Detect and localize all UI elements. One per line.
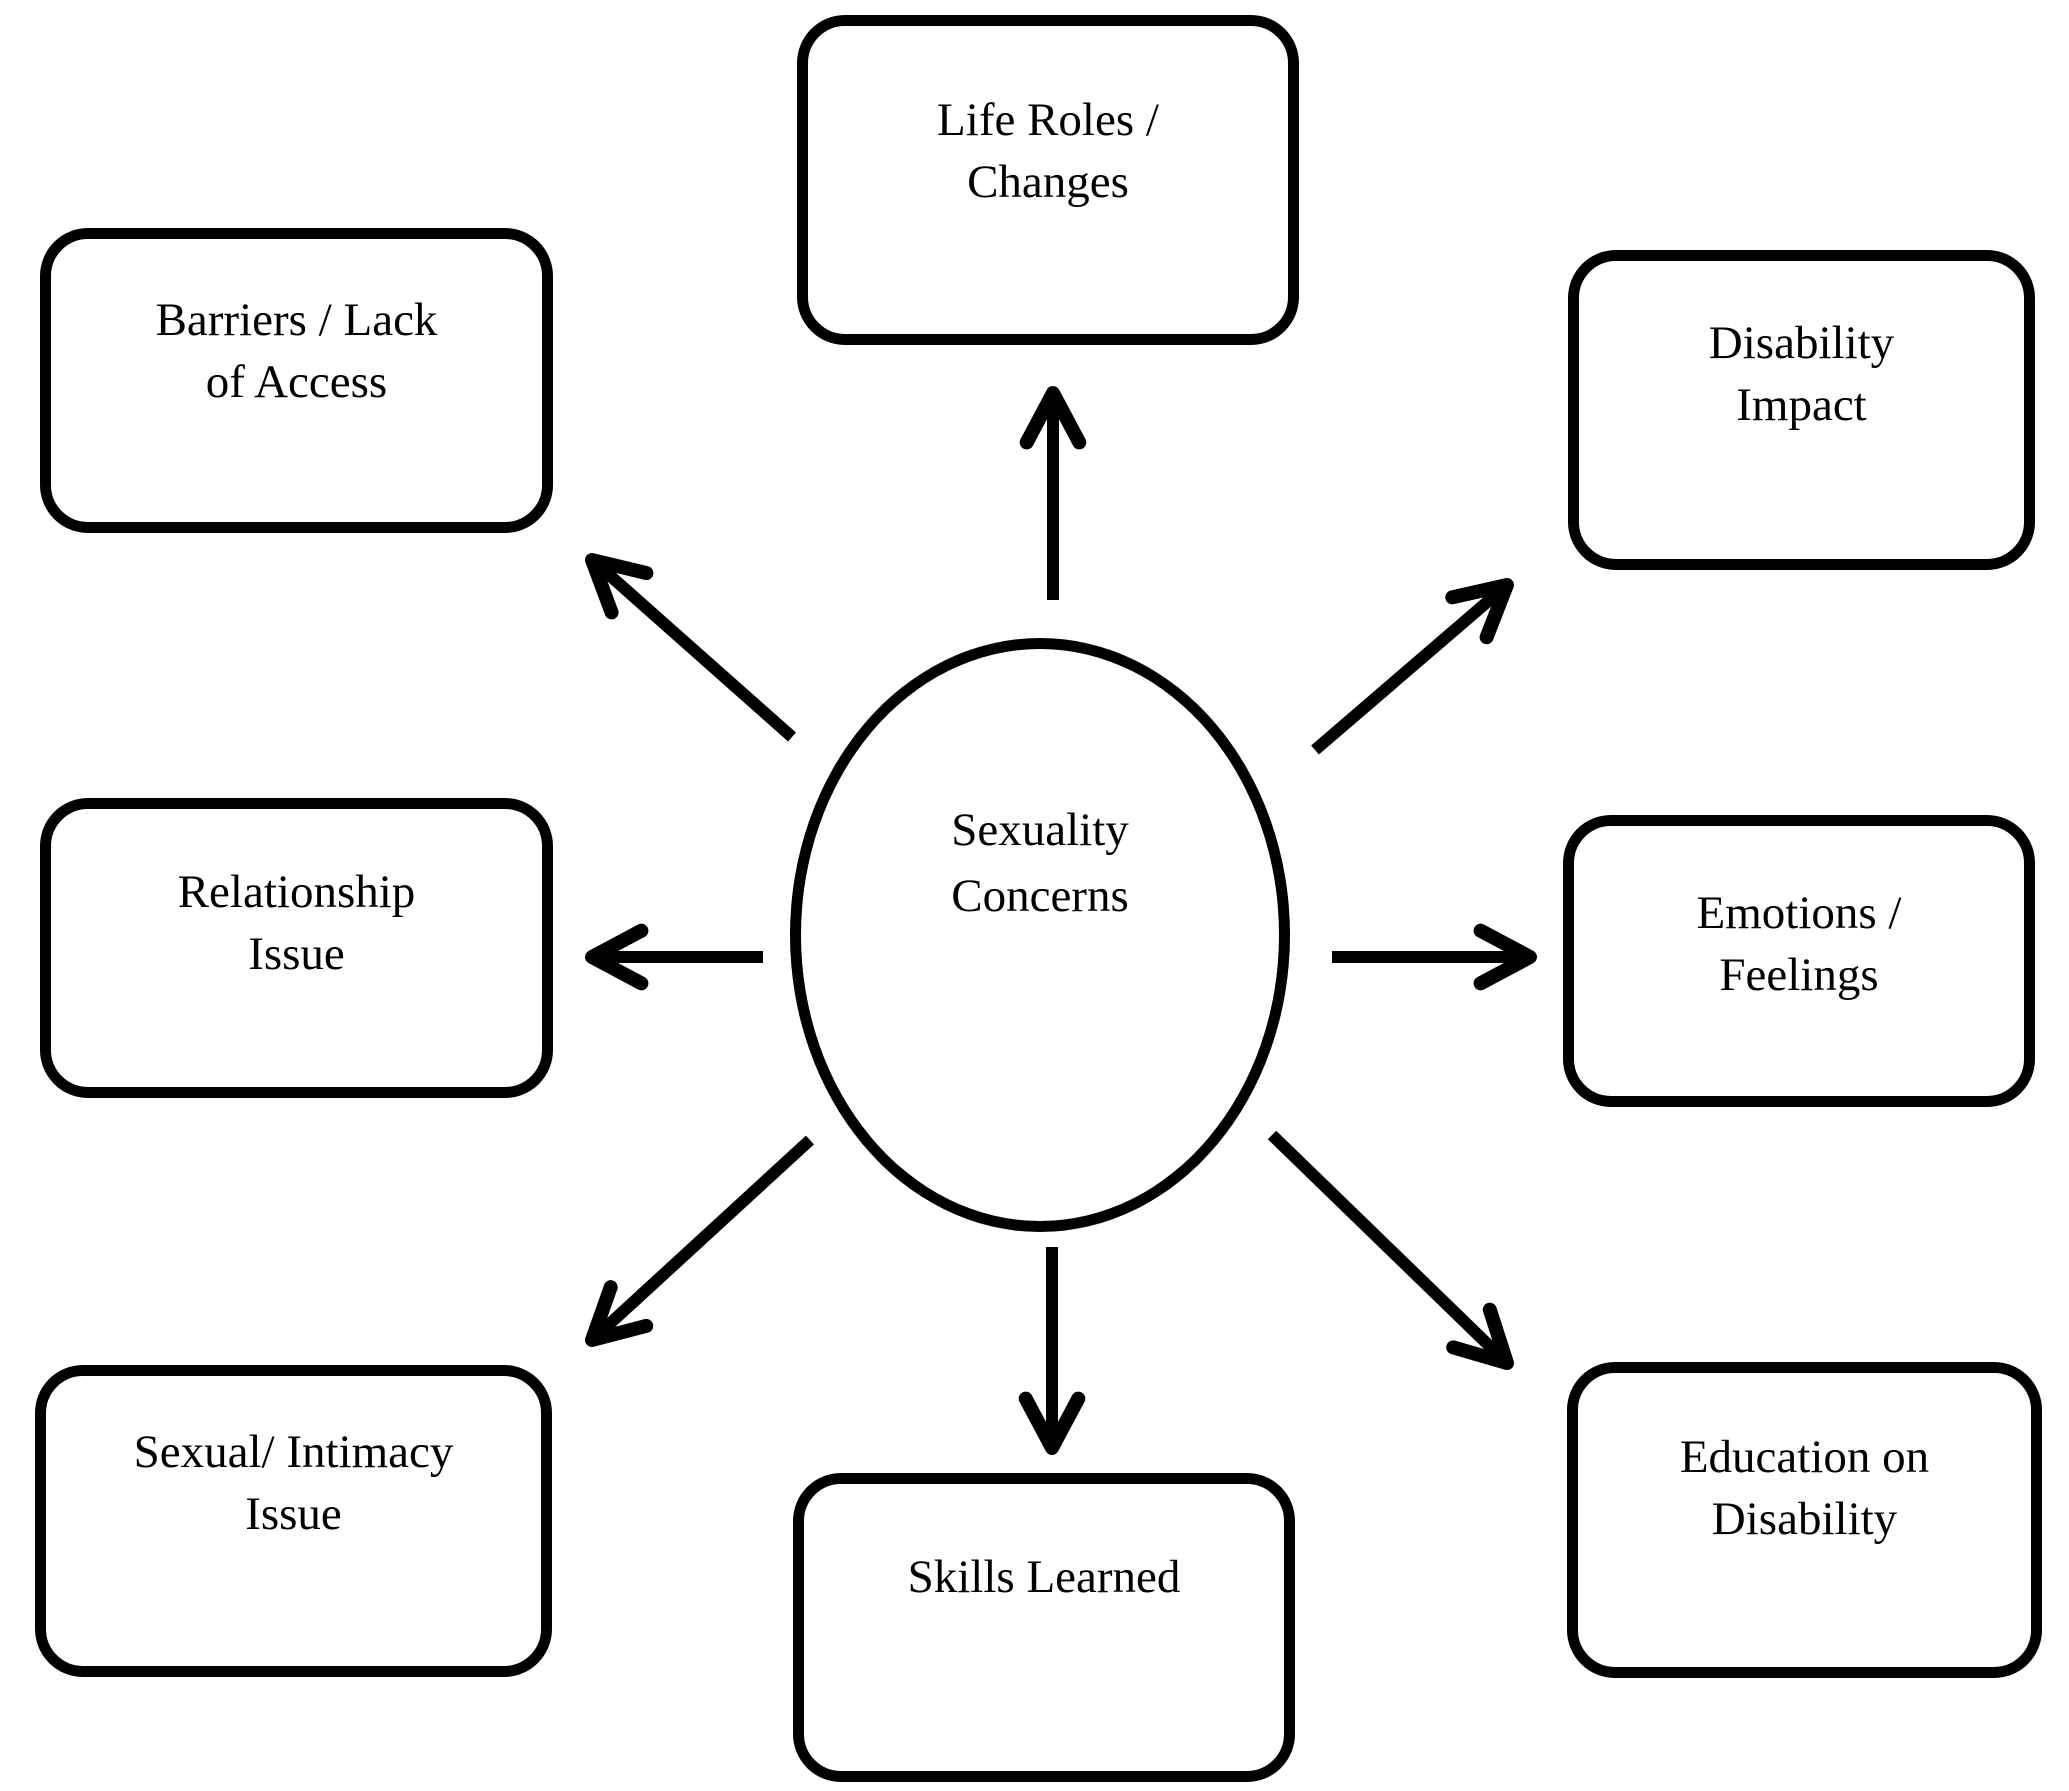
node-skills-learned: Skills Learned xyxy=(793,1473,1295,1782)
node-barriers-lack-of-access: Barriers / Lack of Access xyxy=(40,228,553,533)
node-label-line: Changes xyxy=(967,156,1129,208)
node-emotions-feelings: Emotions / Feelings xyxy=(1563,815,2035,1107)
arrow-center-to-skills-learned xyxy=(1018,1247,1086,1455)
node-label-line: Relationship xyxy=(177,866,416,918)
arrow-center-to-education-on-disability xyxy=(1267,1130,1514,1370)
node-sexual-intimacy-issue: Sexual/ Intimacy Issue xyxy=(35,1365,552,1677)
node-sexuality-concerns: Sexuality Concerns xyxy=(790,638,1290,1232)
node-label-line: Impact xyxy=(1736,379,1867,431)
node-label-line: Skills Learned xyxy=(907,1551,1181,1603)
arrow-center-to-disability-impact xyxy=(1311,578,1514,755)
arrow-center-to-barriers-lack-of-access xyxy=(585,553,796,742)
node-label-line: Feelings xyxy=(1719,949,1879,1001)
node-life-roles-changes: Life Roles / Changes xyxy=(797,15,1299,345)
node-label-line: Barriers / Lack xyxy=(155,294,438,346)
node-education-on-disability: Education on Disability xyxy=(1567,1362,2042,1678)
node-label-line: Disability xyxy=(1708,317,1895,369)
node-label-line: Concerns xyxy=(951,870,1129,922)
arrow-center-to-life-roles-changes xyxy=(1019,386,1087,600)
node-label-line: Issue xyxy=(245,1488,342,1540)
node-relationship-issue: Relationship Issue xyxy=(40,798,553,1098)
arrow-center-to-emotions-feelings xyxy=(1332,923,1537,991)
node-label-line: Issue xyxy=(248,928,345,980)
node-label-line: Education on xyxy=(1679,1431,1930,1483)
node-label-line: Disability xyxy=(1711,1493,1898,1545)
node-label-line: of Access xyxy=(205,356,388,408)
arrow-center-to-sexual-intimacy-issue xyxy=(585,1135,815,1347)
node-label-line: Life Roles / xyxy=(937,94,1159,146)
node-disability-impact: Disability Impact xyxy=(1568,250,2035,570)
node-label-line: Emotions / xyxy=(1696,887,1902,939)
node-label-line: Sexuality xyxy=(951,804,1129,856)
arrow-center-to-relationship-issue xyxy=(585,923,763,991)
node-label-line: Sexual/ Intimacy xyxy=(133,1426,454,1478)
